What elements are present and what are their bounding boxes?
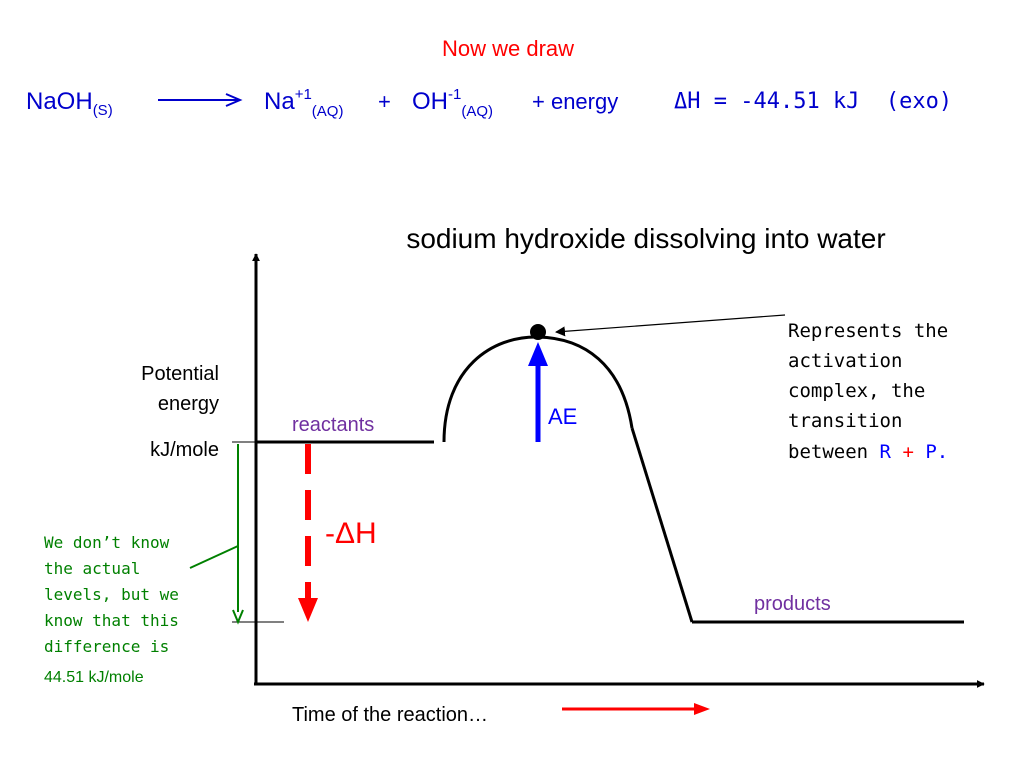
heading: Now we draw bbox=[442, 36, 574, 61]
y-axis-label-line1: Potential bbox=[141, 363, 219, 385]
difference-note-line: We don’t know bbox=[44, 533, 170, 552]
activation-note-plus: + bbox=[902, 441, 913, 463]
diagram-title: sodium hydroxide dissolving into water bbox=[406, 223, 885, 254]
activation-energy-arrowhead bbox=[528, 342, 548, 366]
equation-reactant-state: (S) bbox=[93, 102, 113, 119]
activation-note-line: activation bbox=[788, 350, 902, 372]
descending-curve bbox=[630, 427, 694, 623]
activation-note-line: complex, the bbox=[788, 380, 925, 402]
activation-note-p: P. bbox=[925, 441, 948, 463]
equation-product2-charge: -1 bbox=[448, 86, 461, 103]
difference-pointer-line bbox=[189, 545, 239, 569]
equation-product2: OH bbox=[412, 88, 448, 115]
activation-note-line: transition bbox=[788, 410, 902, 432]
difference-note-line: difference is bbox=[44, 637, 169, 656]
reactants-label: reactants bbox=[292, 414, 374, 436]
difference-note-line: levels, but we bbox=[44, 585, 179, 604]
equation-enthalpy: ΔH = -44.51 kJ (exo) bbox=[674, 89, 952, 114]
equation-reactant: NaOH bbox=[26, 88, 93, 115]
equation-arrowhead bbox=[225, 93, 243, 107]
equation-product1-charge: +1 bbox=[295, 86, 312, 103]
activation-note-between: between bbox=[788, 441, 868, 463]
equation-product1: Na bbox=[264, 88, 295, 115]
difference-bracket-arrowhead bbox=[232, 609, 244, 625]
products-label: products bbox=[754, 593, 831, 615]
svg-text:OH-1(AQ): OH-1(AQ) bbox=[412, 86, 493, 120]
activation-complex-dot bbox=[530, 324, 546, 340]
activation-note-r: R bbox=[880, 441, 892, 463]
equation-energy-term: + energy bbox=[532, 89, 618, 114]
delta-h-label: -ΔH bbox=[325, 517, 377, 550]
ae-label: AE bbox=[548, 404, 577, 429]
equation-product1-state: (AQ) bbox=[312, 103, 344, 120]
activation-note: Represents the activation complex, the t… bbox=[788, 320, 948, 463]
delta-h-arrowhead bbox=[298, 598, 318, 622]
activation-note-line: Represents the bbox=[788, 320, 948, 342]
svg-text:Na+1(AQ): Na+1(AQ) bbox=[264, 86, 343, 120]
difference-note-line: 44.51 kJ/mole bbox=[44, 669, 144, 686]
y-axis-label-line2: energy bbox=[158, 393, 219, 415]
time-arrowhead bbox=[694, 703, 710, 715]
svg-text:between R + P.: between R + P. bbox=[788, 441, 948, 463]
x-axis-label: Time of the reaction… bbox=[292, 704, 488, 726]
difference-note: We don’t know the actual levels, but we … bbox=[44, 533, 179, 686]
difference-note-line: know that this bbox=[44, 611, 179, 630]
equation-plus: + bbox=[378, 89, 391, 114]
activation-pointer-line bbox=[555, 314, 786, 337]
chemical-equation: NaOH(S) Na+1(AQ) + OH-1(AQ) + energy ΔH … bbox=[26, 86, 952, 120]
y-axis-unit: kJ/mole bbox=[150, 439, 219, 461]
svg-text:NaOH(S): NaOH(S) bbox=[26, 88, 113, 119]
difference-note-line: the actual bbox=[44, 559, 140, 578]
equation-product2-state: (AQ) bbox=[461, 103, 493, 120]
